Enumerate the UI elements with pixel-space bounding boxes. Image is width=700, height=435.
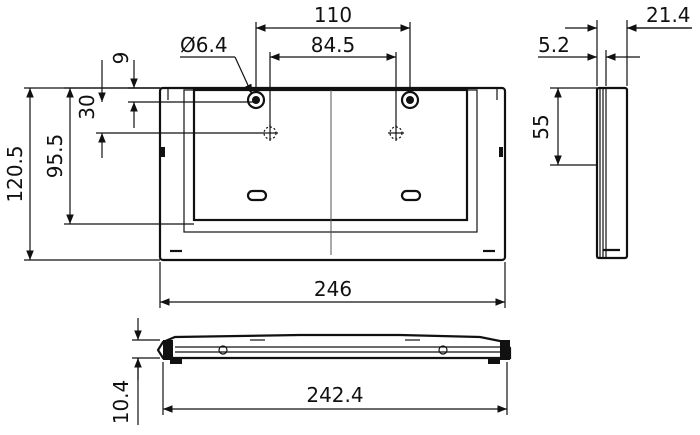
bottom-view: 10.4 242.4 xyxy=(109,318,512,425)
front-view: 110 84.5 Ø6.4 9 30 95.5 120.5 xyxy=(3,3,507,308)
right-mount-hole xyxy=(400,90,420,110)
dim-5-2-label: 5.2 xyxy=(538,33,570,57)
left-hidden-hole xyxy=(262,125,278,141)
dim-9-label: 9 xyxy=(109,52,133,65)
dim-246-label: 246 xyxy=(314,277,352,301)
dim-55-label: 55 xyxy=(529,114,553,139)
dim-84-5-label: 84.5 xyxy=(311,33,356,57)
dim-110-label: 110 xyxy=(314,3,352,27)
left-slot xyxy=(246,189,268,202)
dim-120-5-label: 120.5 xyxy=(3,145,27,202)
dim-10-4-label: 10.4 xyxy=(109,380,133,425)
dim-30-label: 30 xyxy=(75,94,99,119)
right-slot xyxy=(400,189,422,202)
front-outer-frame xyxy=(158,86,507,262)
right-notch xyxy=(499,147,503,157)
side-inner-strip xyxy=(596,87,607,259)
dim-hole-diameter-label: Ø6.4 xyxy=(180,33,228,57)
right-hidden-hole xyxy=(388,125,404,141)
dim-242-4-label: 242.4 xyxy=(306,383,363,407)
side-view: 21.4 5.2 55 xyxy=(529,3,692,260)
dim-95-5-label: 95.5 xyxy=(43,134,67,179)
left-notch xyxy=(161,147,165,157)
side-body xyxy=(595,86,629,260)
dim-21-4-label: 21.4 xyxy=(646,3,691,27)
left-mount-hole xyxy=(246,90,266,110)
